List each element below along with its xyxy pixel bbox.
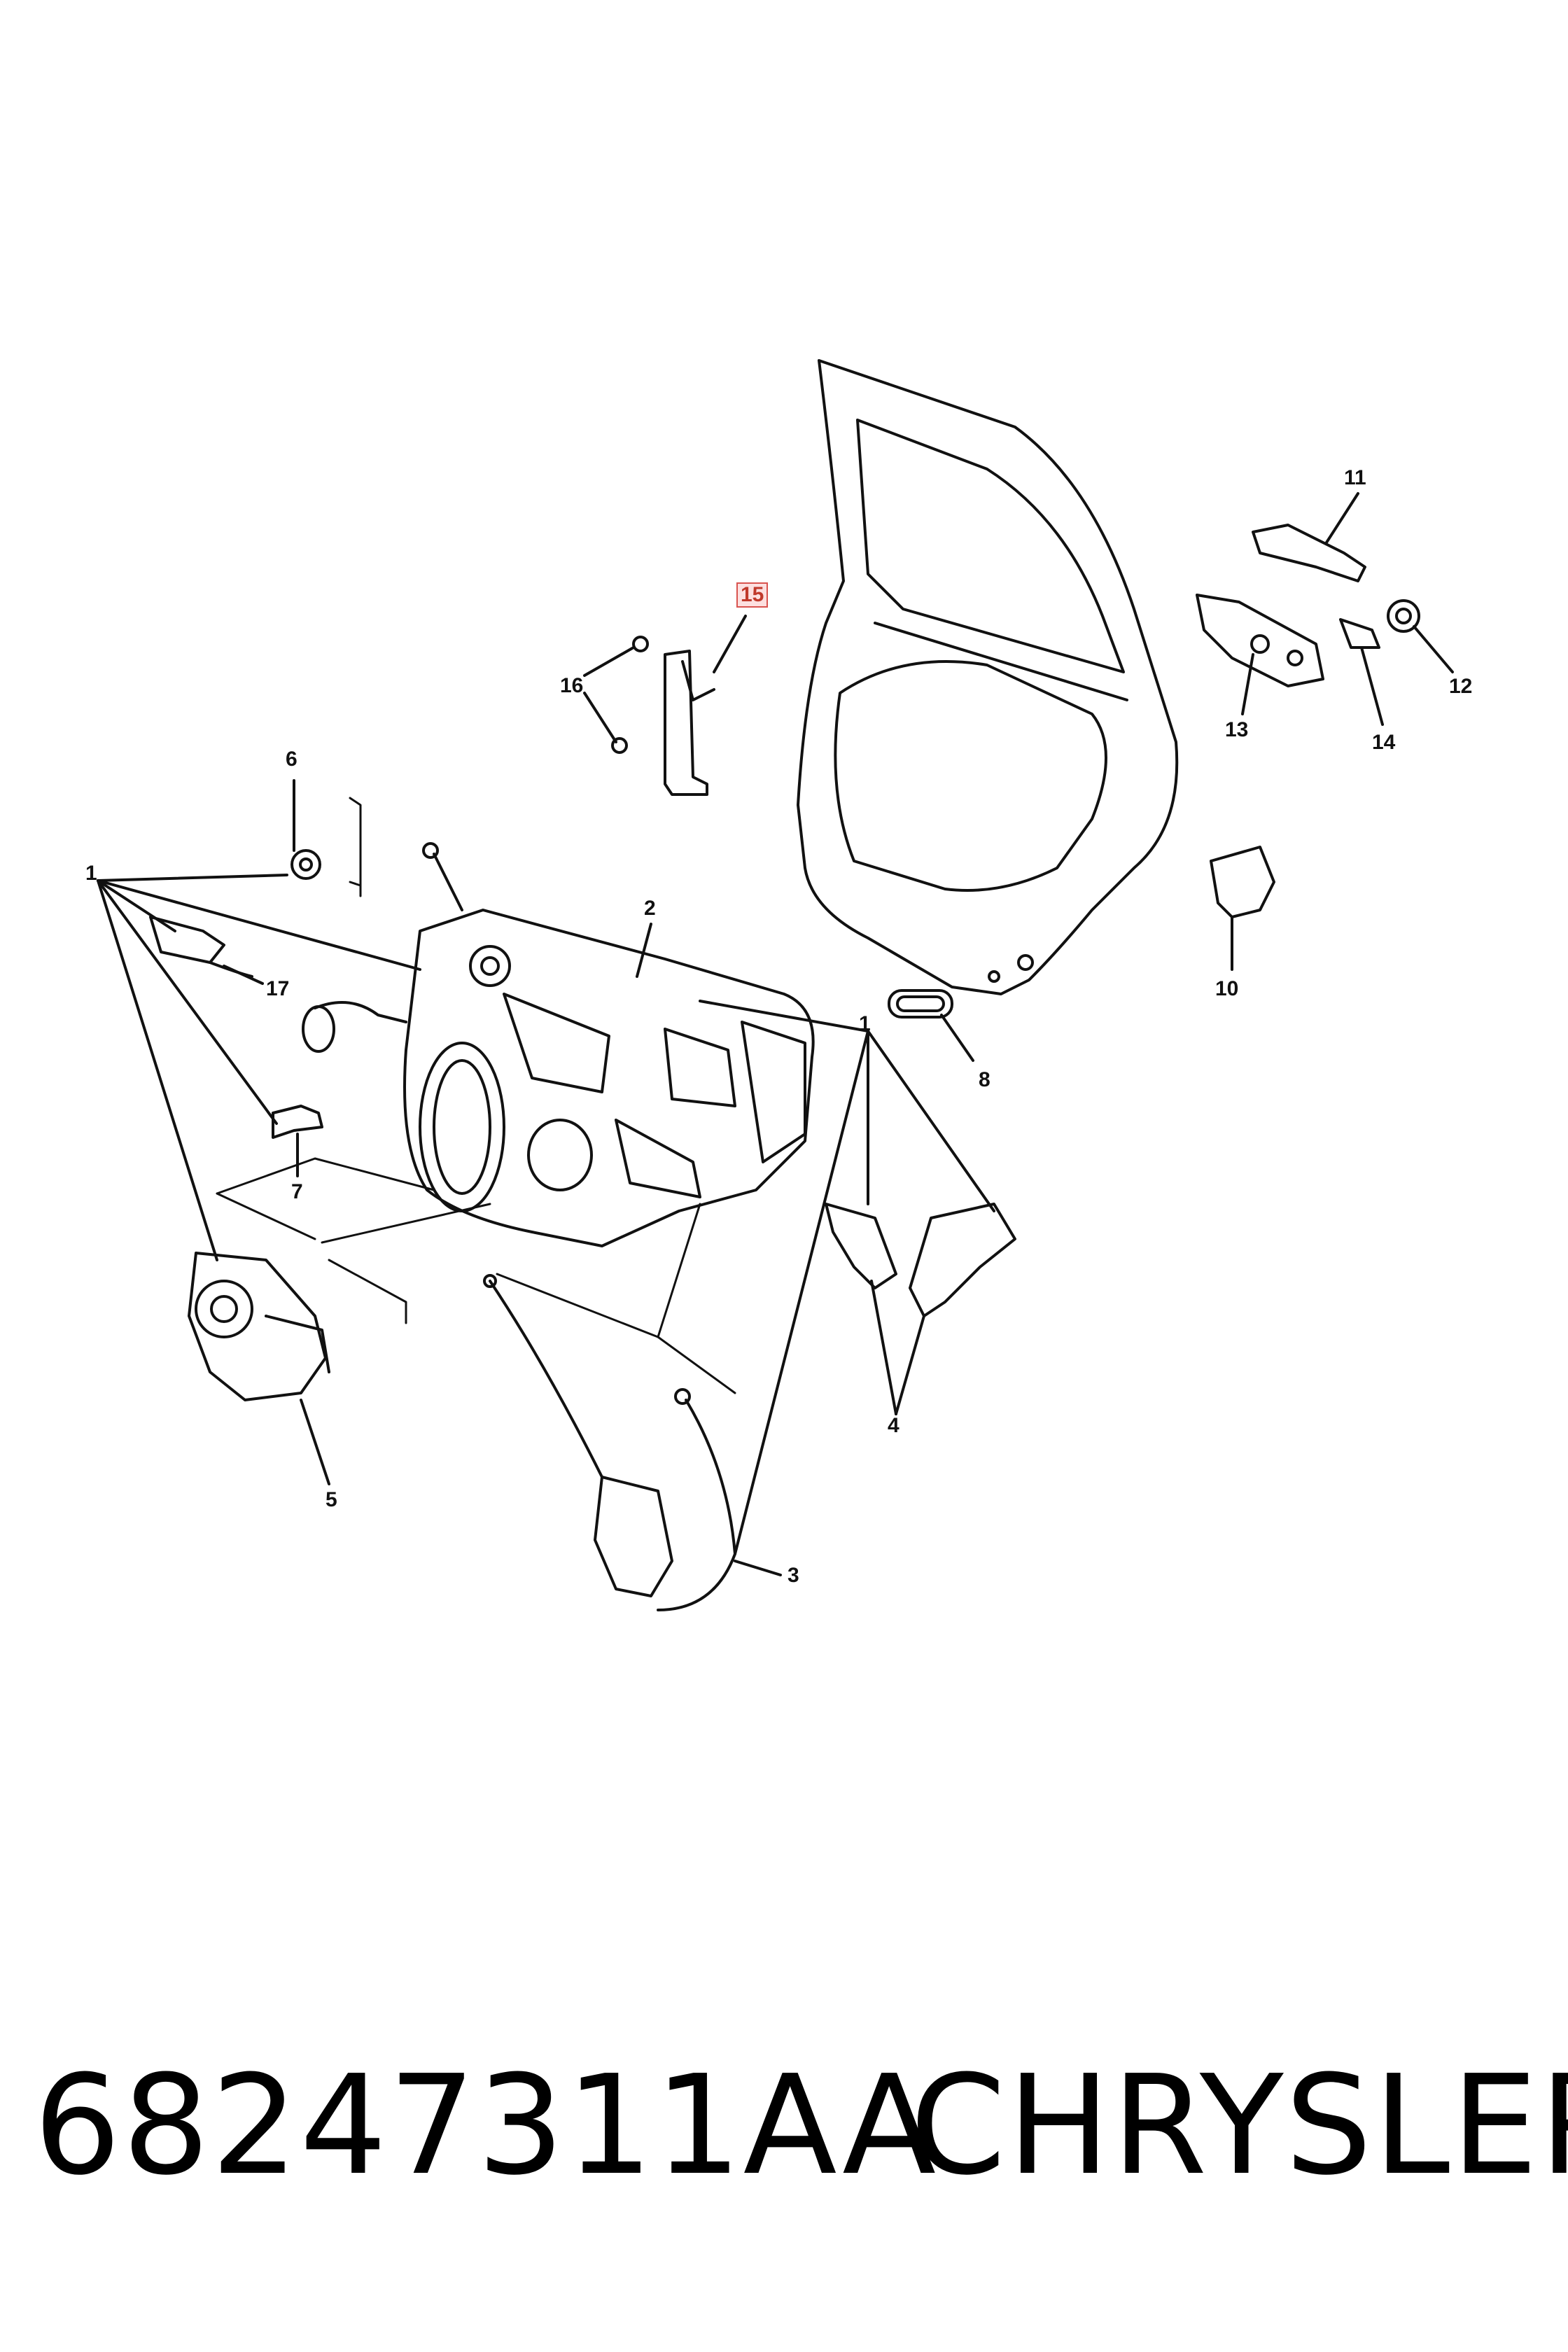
part-10-latch	[1210, 846, 1275, 932]
part-12-cap	[1387, 599, 1420, 633]
part-13-handle-bracket	[1196, 594, 1324, 687]
callout-10: 10	[1215, 977, 1239, 1000]
callout-1-left: 1	[85, 862, 97, 885]
part-4-latch-linkage	[825, 1203, 1016, 1317]
part-6-clip	[290, 849, 321, 880]
door-shell	[797, 359, 1179, 995]
callout-17: 17	[266, 977, 290, 1000]
callout-1-right: 1	[859, 1012, 871, 1035]
callout-13: 13	[1225, 718, 1249, 741]
part-8-seal	[888, 989, 953, 1018]
callout-11: 11	[1344, 466, 1366, 489]
callout-2: 2	[644, 897, 656, 920]
part-3-window-regulator	[483, 1274, 736, 1611]
part-14-gasket	[1339, 618, 1380, 649]
callout-16: 16	[560, 674, 584, 697]
footer: 68247311AA CHRYSLER	[0, 2044, 1568, 2254]
door-parts-diagram	[97, 359, 1454, 1611]
callout-14: 14	[1372, 731, 1396, 754]
part-7-clip	[272, 1105, 323, 1139]
part-number: 68247311AA	[34, 2046, 938, 2206]
callout-5: 5	[326, 1488, 337, 1511]
callout-8: 8	[979, 1068, 990, 1091]
door-module-panel	[403, 842, 815, 1247]
callout-15: 15	[736, 582, 769, 608]
fastener-16	[611, 636, 649, 754]
construction-lines	[216, 797, 736, 1394]
harness-grommet	[302, 1001, 407, 1053]
part-5-window-motor	[188, 1252, 330, 1401]
callout-6: 6	[286, 748, 298, 771]
brand-name: CHRYSLER	[910, 2046, 1568, 2206]
bracket-15	[664, 650, 715, 796]
callout-12: 12	[1449, 675, 1473, 698]
part-11-handle	[1252, 524, 1366, 582]
callout-7: 7	[291, 1180, 303, 1203]
leader-lines	[97, 492, 1454, 1576]
callout-4: 4	[888, 1414, 899, 1437]
callout-3: 3	[788, 1564, 799, 1587]
